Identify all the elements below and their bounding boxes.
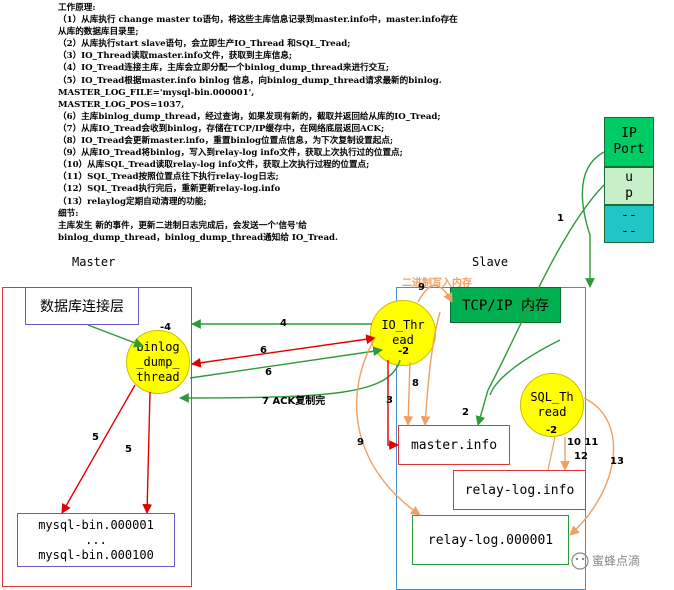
arrow-label-4: 4	[280, 318, 287, 329]
arrow-label-9-top: 9	[418, 282, 425, 293]
notes-line: （9）从库IO_Tread将binlog，写入到relay-log info文件…	[58, 148, 403, 159]
relay-log-file-label: relay-log.000001	[427, 532, 554, 548]
watermark-text: 蜜蜂点滴	[592, 554, 641, 568]
notes-line: （10）从库SQL_Tread读取relay-log info文件，获取上次执行…	[58, 160, 370, 171]
arrow-slave-green	[489, 339, 561, 396]
binlog-file-last: mysql-bin.000100	[38, 547, 154, 562]
db-to-dump-arrow	[87, 324, 144, 348]
notes-line: 工作原理:	[58, 3, 96, 13]
notes-line: （7）从库IO_Tread会收到binlog，存储在TCP/IP缓存中，在网络底…	[58, 123, 385, 134]
notes-line: 从库的数据库目录里;	[58, 27, 139, 38]
working-principle-notes: 工作原理: （1）从库执行 change master to语句，将这些主库信息记…	[58, 2, 528, 244]
notes-line: （1）从库执行 change master to语句，将这些主库信息记录到mas…	[58, 15, 458, 26]
arrow-label-10-11: 10 11	[567, 437, 599, 448]
binlog-dump-line-3: thread	[136, 369, 180, 384]
arrow-label-9-left: 9	[357, 437, 364, 448]
notes-line: MASTER_LOG_FILE='mysql-bin.000001',	[58, 87, 255, 98]
binlog-files-box: mysql-bin.000001 ... mysql-bin.000100	[17, 513, 175, 567]
arrow-label-8: 8	[412, 378, 419, 389]
notes-line: （11）SQL_Tread按照位置点往下执行relay-log日志;	[58, 172, 279, 183]
notes-line: （8）IO_Tread会更新master.info，重置binlog位置点信息，…	[58, 136, 394, 147]
notes-line: binlog_dump_thread，binlog_dump_thread通知给…	[58, 232, 339, 243]
notes-line: 细节:	[58, 208, 79, 219]
io-thread-minus-2: -2	[398, 346, 410, 357]
arrow-label-6-top: 6	[260, 345, 267, 356]
notes-line: 主库发生 新的事件，更新二进制日志完成后，会发送一个'信号'给	[58, 220, 307, 231]
master-info-label: master.info	[410, 437, 498, 453]
tcp-to-master-info-arrow	[420, 311, 441, 426]
arrow-9-left	[355, 337, 421, 516]
sql-thread-line-1: SQL_Th	[530, 390, 574, 404]
arrow-label-5-right: 5	[125, 444, 132, 455]
binlog-dump-line-2: _dump_	[136, 354, 180, 369]
arrow-7	[179, 359, 401, 403]
up-cell: u p	[604, 167, 654, 205]
notes-line: （5）IO_Tread根据master.info binlog 信息，向binl…	[58, 75, 442, 86]
notes-line: （6）主库binlog_dump_thread，经过查询，如果发现有新的，截取并…	[58, 111, 441, 122]
slave-title: Slave	[472, 255, 509, 269]
notes-line: （2）从库执行start slave语句，会立即生产IO_Thread 和SQL…	[58, 39, 351, 50]
ip-port-label: IP Port	[613, 126, 645, 157]
arrow-5-right	[142, 391, 153, 514]
dash-cell: -- --	[604, 205, 654, 243]
arrow-8	[403, 361, 414, 426]
arrow-label-2: 2	[462, 407, 469, 418]
relay-log-file-box: relay-log.000001	[412, 515, 569, 565]
arrow-2	[475, 184, 605, 426]
sql-thread-line-2: read	[537, 405, 567, 419]
notes-line: （4）IO_Tread连接主库，主库会立即分配一个binlog_dump_thr…	[58, 63, 390, 74]
binlog-dump-line-1: binlog	[136, 339, 180, 354]
arrow-label-4-left: -4	[160, 322, 172, 333]
io-thread-line-1: IO_Thr	[381, 318, 425, 332]
arrow-label-12: 12	[574, 451, 588, 462]
io-thread-line-2: ead	[392, 333, 414, 347]
binlog-file-first: mysql-bin.000001	[38, 517, 154, 532]
watermark-icon	[571, 552, 589, 570]
arrow-label-13: 13	[610, 456, 624, 467]
arrow-label-6-bottom: 6	[265, 367, 272, 378]
arrow-6-bottom	[189, 346, 383, 379]
arrow-label-5-left: 5	[92, 432, 99, 443]
arrow-6-top	[191, 334, 376, 368]
notes-line: （12）SQL_Tread执行完后，重新更新relay-log.info	[58, 184, 281, 195]
notes-line: MASTER_LOG_POS=1037,	[58, 99, 185, 110]
arrow-12	[547, 436, 556, 471]
relay-log-info-box: relay-log.info	[453, 470, 586, 510]
up-label: u p	[625, 170, 633, 201]
sql-thread-minus-2: -2	[546, 425, 558, 436]
arrow-label-3: 3	[386, 395, 393, 406]
ip-port-cell: IP Port	[604, 117, 654, 167]
notes-line: （13）relaylog定期自动清理的功能;	[58, 196, 207, 207]
binlog-file-ellipsis: ...	[85, 532, 107, 547]
arrow-label-1: 1	[557, 213, 564, 224]
arrow-label-7: 7 ACK复制完	[262, 396, 326, 407]
sql-thread: SQL_Th read	[520, 373, 584, 437]
db-connection-layer-label: 数据库连接层	[40, 299, 124, 315]
notes-line: （3）IO_Thread读取master.info文件，获取到主库信息;	[58, 51, 293, 62]
db-connection-layer-box: 数据库连接层	[25, 287, 139, 325]
arrow-1	[581, 151, 605, 288]
arrow-5-left	[61, 384, 136, 514]
io-thread: IO_Thr ead	[370, 300, 436, 366]
binary-write-memory-label: 二进制写入内存	[402, 278, 472, 289]
binlog-dump-thread: binlog _dump_ thread	[126, 330, 190, 394]
arrow-3	[387, 360, 399, 450]
arrow-13	[569, 397, 615, 536]
master-title: Master	[72, 255, 116, 269]
relay-log-info-label: relay-log.info	[464, 482, 575, 498]
dash-label: -- --	[621, 208, 637, 239]
arrow-9-top	[417, 284, 453, 303]
